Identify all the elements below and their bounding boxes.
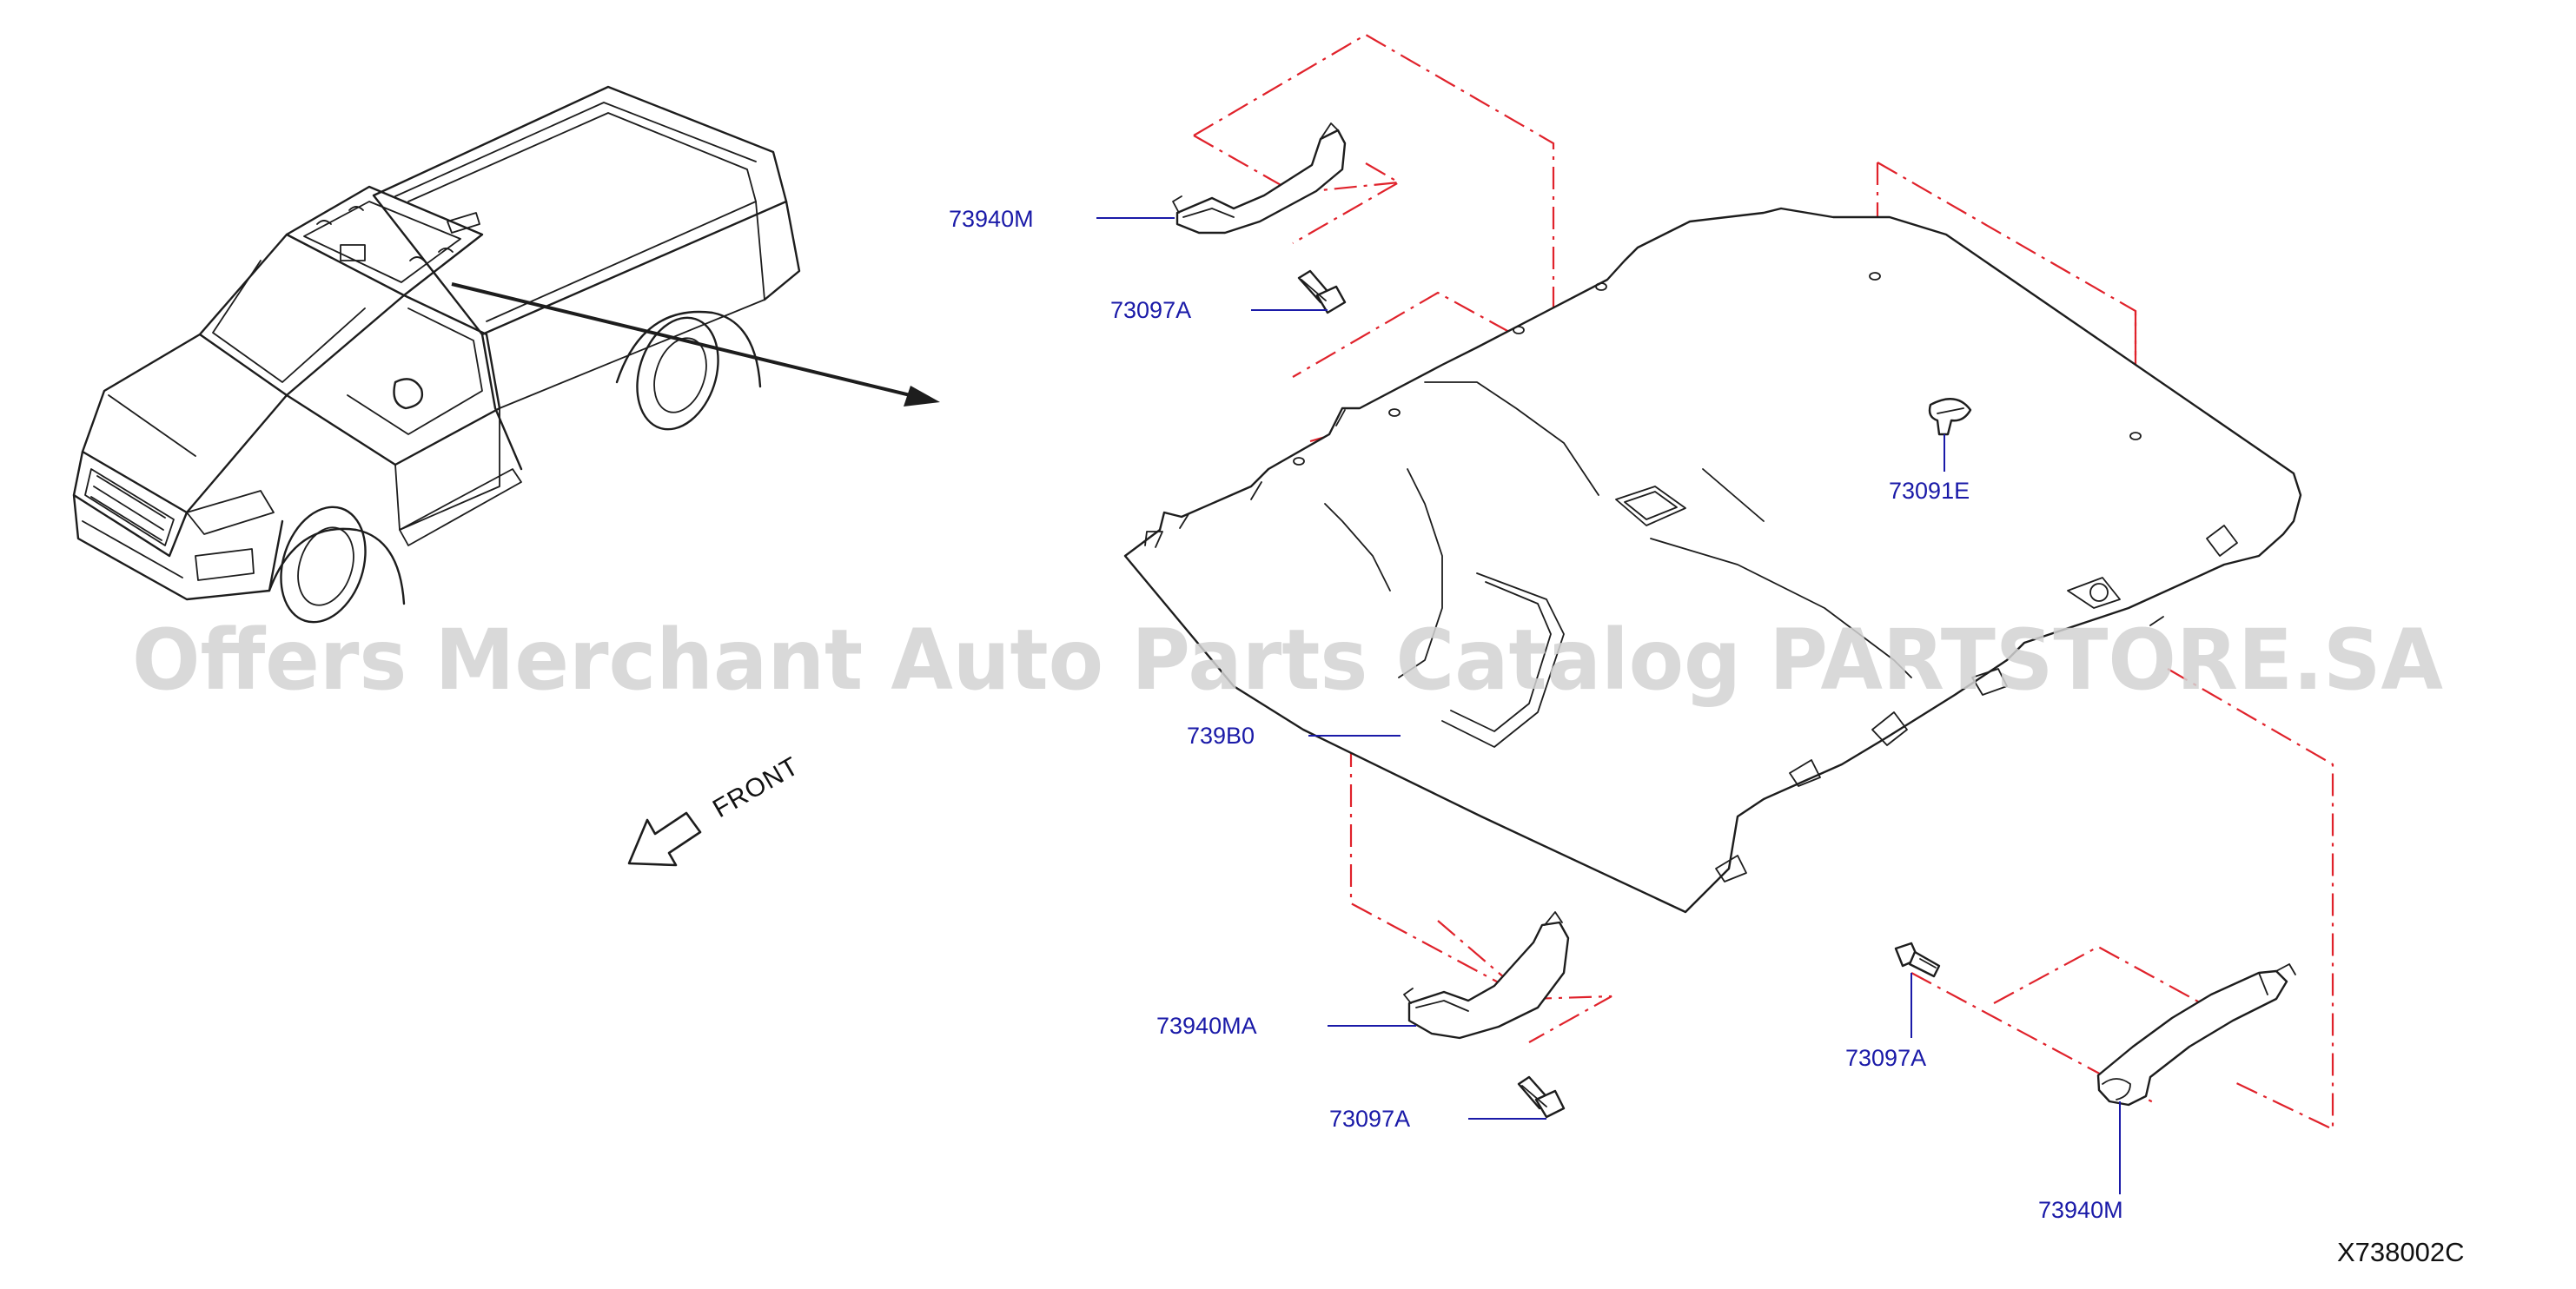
leader-lines bbox=[1096, 217, 2121, 1194]
truck-illustration bbox=[72, 85, 801, 624]
headlining-panel bbox=[1123, 207, 2302, 914]
label-739b0: 739B0 bbox=[1187, 723, 1255, 749]
bolt-lower-front bbox=[1517, 1075, 1566, 1119]
bolt-lower-rear bbox=[1894, 942, 1941, 978]
front-label: FRONT bbox=[708, 751, 804, 823]
label-73940ma: 73940MA bbox=[1156, 1013, 1257, 1039]
label-73097a-lower-rear: 73097A bbox=[1845, 1045, 1926, 1071]
assist-grip-lower-front bbox=[1403, 911, 1570, 1040]
watermark: Offers Merchant Auto Parts Catalog PARTS… bbox=[132, 611, 2443, 709]
label-73091e: 73091E bbox=[1889, 478, 1970, 504]
label-73940m-upper: 73940M bbox=[949, 206, 1034, 232]
callout-arrow bbox=[451, 282, 940, 407]
label-73097a-upper: 73097A bbox=[1110, 297, 1191, 323]
part-labels: 73940M 73097A 73091E 739B0 73940MA 73097… bbox=[949, 206, 2123, 1223]
diagram-code: X738002C bbox=[2337, 1237, 2465, 1267]
bolt-upper bbox=[1297, 269, 1347, 314]
front-indicator: FRONT bbox=[627, 751, 804, 867]
clip bbox=[1928, 398, 1972, 436]
assist-grip-lower-rear bbox=[2096, 963, 2296, 1107]
label-73097a-lower-front: 73097A bbox=[1329, 1106, 1410, 1132]
front-arrow-icon bbox=[627, 811, 702, 867]
assist-grip-upper bbox=[1172, 122, 1347, 235]
label-73940m-lower-rear: 73940M bbox=[2038, 1197, 2123, 1223]
